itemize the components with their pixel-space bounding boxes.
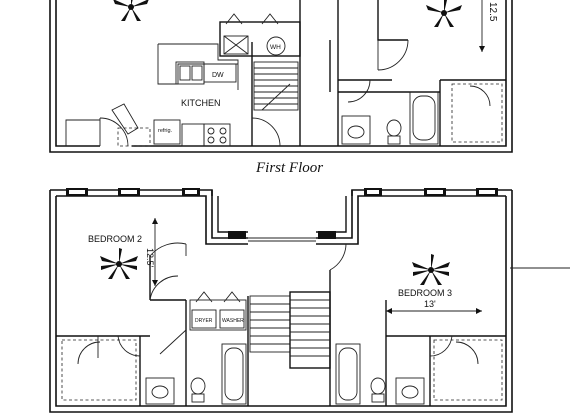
toilet-icon — [190, 377, 206, 395]
closet-outline — [433, 339, 503, 401]
dishwasher-icon — [203, 63, 237, 83]
tub-icon — [221, 343, 247, 405]
refrigerator-icon — [153, 119, 181, 145]
bath-right — [335, 335, 453, 406]
tub-icon — [335, 343, 361, 405]
water-heater-label: WH — [270, 44, 281, 51]
closet-outline — [61, 339, 137, 401]
first-floor-stairs — [253, 61, 299, 111]
bedroom-2-dimension: 12.5' — [145, 248, 155, 268]
toilet-icon — [370, 377, 386, 395]
sink-icon — [347, 125, 365, 139]
sink-icon — [401, 385, 419, 399]
ceiling-fan-icon — [100, 248, 138, 279]
bedroom-2-label: BEDROOM 2 — [88, 234, 142, 244]
kitchen-counter: DW — [157, 43, 239, 90]
ceiling-fan-icon — [113, 0, 149, 21]
bedroom-3-label: BEDROOM 3 — [398, 288, 452, 298]
dryer-icon — [191, 309, 217, 329]
dryer-label: DRYER — [195, 318, 213, 324]
washer-label: WASHER — [222, 318, 244, 324]
sink-icon — [151, 385, 169, 399]
laundry-closet: DRYER WASHER — [189, 291, 247, 331]
tub-icon — [409, 91, 439, 145]
kitchen-label: KITCHEN — [181, 98, 221, 108]
refrigerator-label: refrig. — [158, 128, 173, 134]
pantry-outline — [117, 127, 151, 147]
toilet-icon — [386, 119, 402, 137]
second-floor-stairs — [249, 291, 331, 369]
first-floor-title: First Floor — [255, 160, 323, 176]
dishwasher-label: DW — [212, 72, 224, 79]
bath-left — [117, 335, 247, 406]
living-room-dimension: 12.5 — [487, 2, 498, 22]
washer-icon — [219, 309, 245, 329]
utility-closet: WH — [219, 13, 301, 57]
water-heater-icon — [266, 36, 286, 56]
ceiling-fan-icon — [412, 254, 450, 285]
range-icon — [203, 123, 231, 147]
first-floor-bath — [338, 80, 441, 146]
second-floor-plan: DRYER WASHER — [49, 188, 570, 413]
closet-outline — [451, 83, 503, 143]
ceiling-fan-icon — [426, 0, 462, 27]
bedroom-3-dimension: 13' — [424, 299, 436, 309]
first-floor-plan: DW WH KITCHEN refrig. — [49, 0, 513, 176]
